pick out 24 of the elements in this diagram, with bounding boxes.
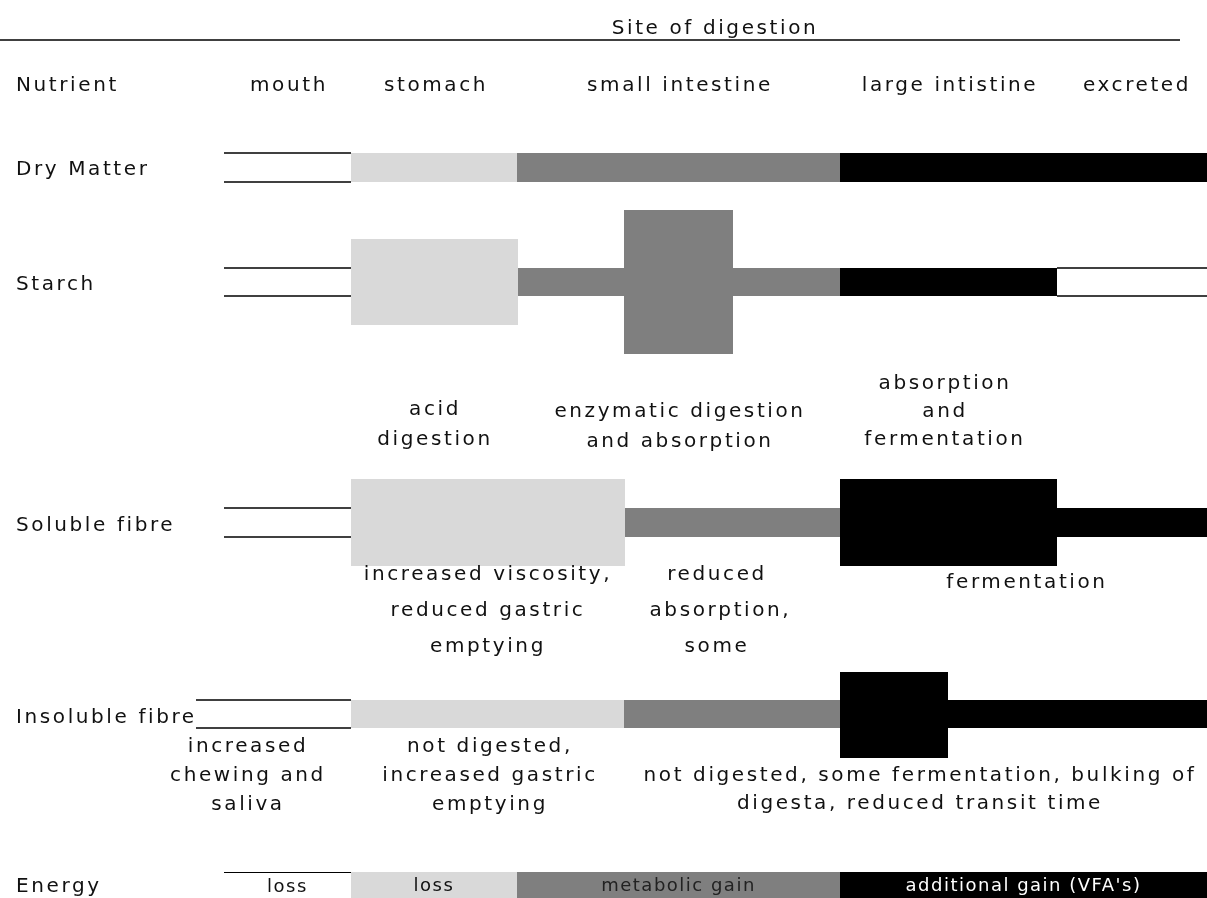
- column-heading: large intistine: [860, 71, 1040, 98]
- row-label: Insoluble fibre: [16, 703, 197, 730]
- row-label: Soluble fibre: [16, 511, 176, 538]
- annotation-text: fermentation: [945, 568, 1109, 595]
- annotation-text: increased viscosity, reduced gastric emptying: [362, 560, 614, 659]
- column-heading: Site of digestion: [610, 14, 820, 41]
- annotation-text: absorption and fermentation: [863, 369, 1027, 452]
- row-heading: Nutrient: [16, 71, 119, 98]
- bar-segment: loss: [351, 872, 517, 898]
- bar-segment: additional gain (VFA's): [840, 872, 1207, 898]
- row-label: Energy: [16, 872, 102, 898]
- column-heading: small intestine: [586, 71, 774, 98]
- column-heading: stomach: [382, 71, 490, 98]
- column-heading: mouth: [249, 71, 329, 98]
- annotation-text: reduced absorption, some: [649, 560, 785, 659]
- annotation-text: not digested, some fermentation, bulking of digesta, reduced transit time: [642, 761, 1198, 816]
- bar-segment: metabolic gain: [517, 872, 840, 898]
- annotation-text: not digested, increased gastric emptying: [381, 732, 599, 817]
- row-label: Dry Matter: [16, 155, 150, 182]
- annotation-text: acid digestion: [376, 395, 494, 452]
- annotation-text: enzymatic digestion and absorption: [553, 397, 807, 454]
- column-heading: excreted: [1081, 71, 1193, 98]
- annotation-text: increased chewing and saliva: [169, 732, 327, 817]
- row-label: Starch: [16, 270, 96, 297]
